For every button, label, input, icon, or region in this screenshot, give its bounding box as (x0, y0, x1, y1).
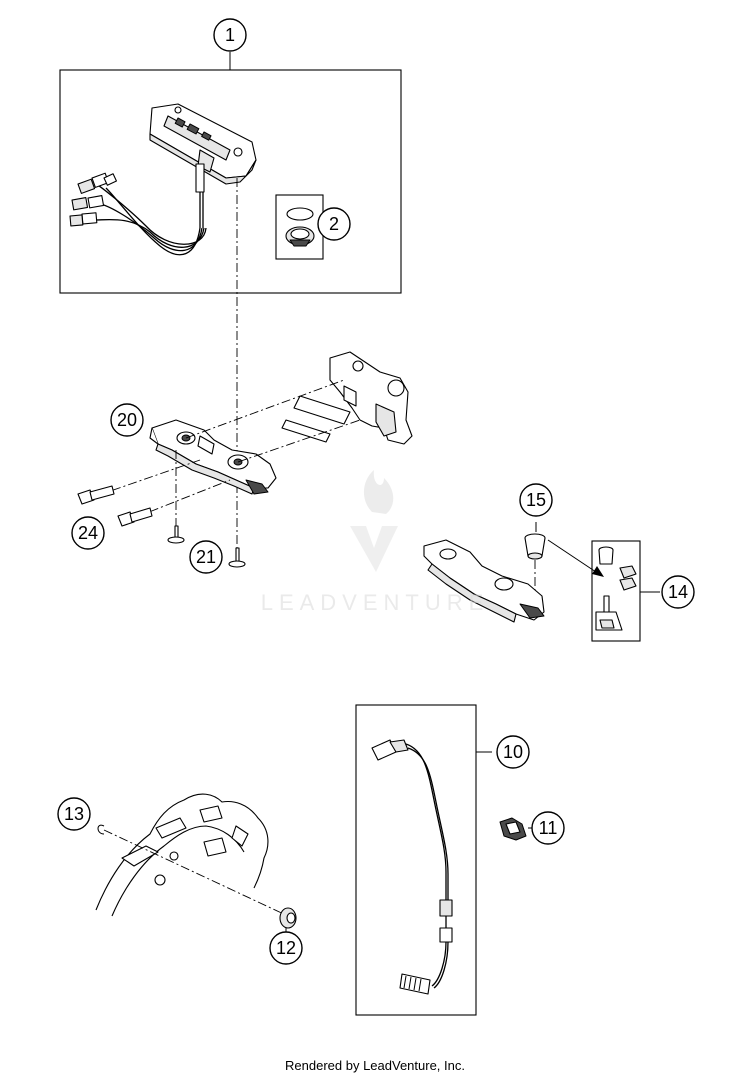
callout-12[interactable]: 12 (269, 931, 303, 965)
callout-11[interactable]: 11 (531, 811, 565, 845)
callout-21[interactable]: 21 (189, 540, 223, 574)
arrow-to-box-14 (547, 539, 604, 577)
speedometer-unit (149, 103, 257, 228)
leadventure-watermark: LEADVENTURE (261, 470, 490, 615)
svg-text:2: 2 (329, 214, 339, 234)
handlebar-clamp-bracket (149, 419, 277, 495)
grommet (285, 226, 315, 247)
callout-20[interactable]: 20 (110, 403, 144, 437)
speed-sensor-frame (355, 704, 477, 1016)
cable-clip-11 (499, 817, 527, 841)
svg-text:15: 15 (526, 490, 546, 510)
fastener-kit-frame (591, 540, 641, 642)
stud-mount (595, 595, 623, 631)
headlight-mask-frame (281, 351, 413, 445)
svg-text:14: 14 (668, 582, 688, 602)
wiring-harness (69, 172, 207, 256)
callout-1[interactable]: 1 (213, 18, 247, 52)
callout-24[interactable]: 24 (71, 516, 105, 550)
speed-sensor-cable (371, 739, 453, 995)
svg-text:12: 12 (276, 938, 296, 958)
screw-21-a (167, 525, 185, 544)
connector-4 (103, 173, 117, 186)
screw-24-a (77, 485, 115, 505)
callout-15[interactable]: 15 (519, 483, 553, 517)
rubber-bushing-15 (524, 533, 546, 560)
bracket-variant (423, 539, 545, 623)
svg-text:24: 24 (78, 523, 98, 543)
screw-21-b (228, 547, 246, 568)
callout-14[interactable]: 14 (661, 575, 695, 609)
screw-24-b (117, 507, 153, 527)
callout-10[interactable]: 10 (496, 735, 530, 769)
svg-text:10: 10 (503, 742, 523, 762)
bushing-small (598, 546, 614, 565)
bushing-12 (279, 907, 297, 929)
connector-3 (69, 212, 98, 227)
callout-2[interactable]: 2 (317, 207, 351, 241)
svg-text:20: 20 (117, 410, 137, 430)
svg-text:21: 21 (196, 547, 216, 567)
nut-pair (619, 565, 637, 591)
svg-text:13: 13 (64, 804, 84, 824)
spacer-ring-13 (97, 824, 105, 835)
o-ring (286, 207, 314, 221)
connector-2 (71, 195, 105, 211)
callout-13[interactable]: 13 (57, 797, 91, 831)
svg-text:11: 11 (539, 818, 558, 838)
brake-disc (95, 793, 269, 917)
watermark-text: LEADVENTURE (261, 590, 490, 615)
svg-text:1: 1 (225, 25, 235, 45)
footer-credit: Rendered by LeadVenture, Inc. (285, 1058, 465, 1073)
